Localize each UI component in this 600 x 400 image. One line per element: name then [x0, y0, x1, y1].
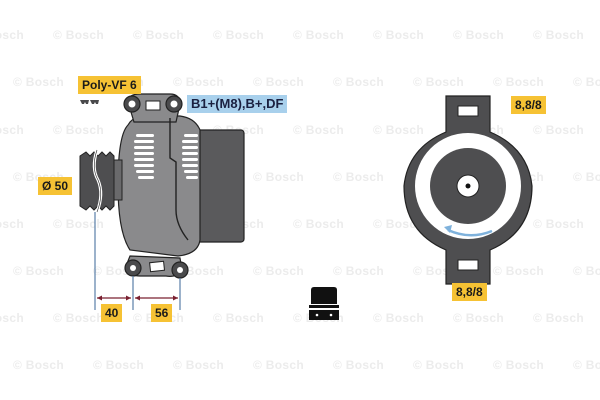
belt-profile-icon — [80, 100, 99, 104]
cooling-vents-front — [134, 134, 154, 179]
pulley — [79, 149, 115, 213]
connector-plug-icon — [309, 287, 339, 320]
rotation-arrow-icon — [444, 225, 493, 237]
terminals-label: B1+(M8),B+,DF — [187, 95, 288, 113]
pulley-diameter-label: Ø 50 — [38, 177, 73, 195]
dimension-lines — [94, 212, 181, 310]
dimension-56-label: 56 — [151, 304, 173, 322]
cooling-vents-rear — [182, 134, 198, 179]
belt-type-label: Poly-VF 6 — [78, 76, 141, 94]
alternator-front-view — [403, 95, 533, 285]
mount-bottom-label: 8,8/8 — [452, 283, 487, 301]
alternator-side-view — [79, 93, 245, 279]
mount-top-label: 8,8/8 — [511, 96, 546, 114]
dimension-40-label: 40 — [101, 304, 123, 322]
